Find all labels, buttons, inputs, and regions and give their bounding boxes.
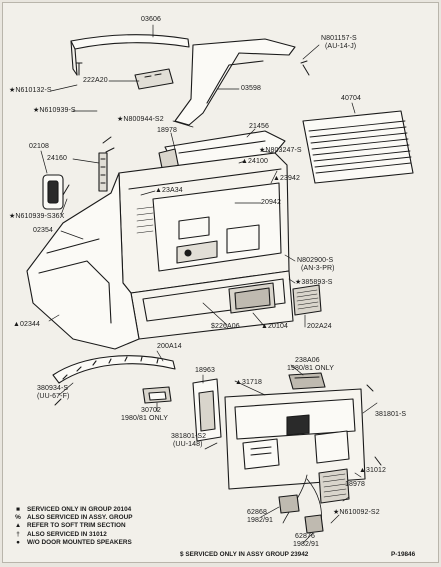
callout-uu148: (UU-148) [173,441,203,448]
callout-20104: ▲20104 [261,323,288,330]
callout-n610132: ★N610132-S [9,87,52,94]
callout-18978-bottom: 18978 [345,481,365,488]
callout-31718: ▲31718 [235,379,262,386]
legend-symbol: % [15,514,21,522]
door-trim-panel [118,152,290,294]
callout-an3pr: (AN-3-PR) [301,265,335,272]
legend-symbol: † [16,530,20,538]
callout-n802900: N802900-S [297,257,334,264]
weatherstrip-part [52,355,176,384]
legend-text: W/O DOOR MOUNTED SPEAKERS [27,538,132,546]
callout-62876-years: 1982/91 [293,541,320,548]
callout-uu67f: (UU-67-F) [37,393,70,400]
callout-n801157: N801157-S [321,35,357,42]
callout-n610092: ★N610092-S2 [333,509,380,516]
callout-23942: ▲23942 [273,175,300,182]
ashtray-part [142,386,172,404]
callout-381801s2: 381801-S2 [171,433,207,440]
door-shell-outline [26,172,140,350]
callout-62868: 62868 [247,509,267,516]
symbol-legend: ■ SERVICED ONLY IN GROUP 20104 % ALSO SE… [13,506,253,547]
callout-18963: 18963 [195,367,215,374]
callout-02344: ▲02344 [13,321,40,328]
callout-380934: 380934-S [37,385,69,392]
callout-31012: ▲31012 [359,467,386,474]
callout-202a24: 202A24 [307,323,332,330]
legend-symbol: ■ [16,506,20,513]
callout-222a20: 222A20 [83,77,108,84]
callout-03598: 03598 [241,85,261,92]
figure-number: P-19846 [391,551,416,558]
legend-text: ALSO SERVICED IN ASSY. GROUP [27,514,133,522]
callout-au14j: (AU-14-J) [325,43,357,50]
connector-parts [278,494,324,534]
speaker-grille-large [318,468,350,504]
callout-226a06: $226A06 [211,323,240,330]
callout-n800944: ★N800944-S2 [117,116,164,123]
door-handle-part [42,152,125,215]
callout-n610939s: ★N610939-S [33,107,76,114]
bracket-part [134,68,174,90]
callout-62868-years: 1982/91 [247,517,274,524]
callout-238a06: 238A06 [295,357,320,364]
callout-24160: 24160 [47,155,67,162]
callout-03606: 03606 [141,16,161,23]
callout-21456: 21456 [249,123,269,130]
legend-row: ▲ REFER TO SOFT TRIM SECTION [13,522,253,530]
callout-n803247: ★N803247-S [259,147,302,154]
callout-385893: ★385893-S [295,279,333,286]
legend-symbol: ▲ [14,522,22,530]
leader-lines [40,24,378,544]
legend-row: % ALSO SERVICED IN ASSY. GROUP [13,514,253,522]
courtesy-lamp [288,372,326,390]
run-channel-part [174,38,296,126]
callout-1980-81-only-lamp: 1980/81 ONLY [287,365,334,372]
vent-grille-part [302,110,414,184]
legend-row: ● W/O DOOR MOUNTED SPEAKERS [13,539,253,547]
assembly-footnote: $ SERVICED ONLY IN ASSY GROUP 23942 [180,551,309,558]
callout-02354: 02354 [33,227,53,234]
legend-text: SERVICED ONLY IN GROUP 20104 [27,506,132,513]
window-channel-part [70,34,190,76]
legend-row: † ALSO SERVICED IN 31012 [13,531,253,539]
speaker-grille-small [292,284,322,316]
callout-381801s: 381801-S [375,411,407,418]
callout-24100: ▲24100 [241,158,268,165]
callout-30702: 30702 [141,407,161,414]
console-bracket [192,378,222,442]
legend-text: ALSO SERVICED IN 31012 [27,530,107,538]
callout-02108: 02108 [29,143,49,150]
callout-40704: 40704 [341,95,361,102]
callout-n610939s36x: ★N610939-S36X [9,213,65,220]
callout-1980-81-only-cup: 1980/81 ONLY [121,415,168,422]
legend-row: ■ SERVICED ONLY IN GROUP 20104 [13,506,253,514]
callout-62876: 62876 [295,533,315,540]
legend-symbol: ● [16,538,20,546]
exploded-view-art [26,24,414,544]
callout-18978-top: 18978 [157,127,177,134]
callout-23a34: ▲23A34 [155,187,183,194]
instrument-trim-panel [224,388,366,490]
lower-trim-panel [130,270,294,340]
callout-20942: 20942 [261,199,281,206]
legend-text: REFER TO SOFT TRIM SECTION [27,522,126,530]
callout-200a14: 200A14 [157,343,182,350]
